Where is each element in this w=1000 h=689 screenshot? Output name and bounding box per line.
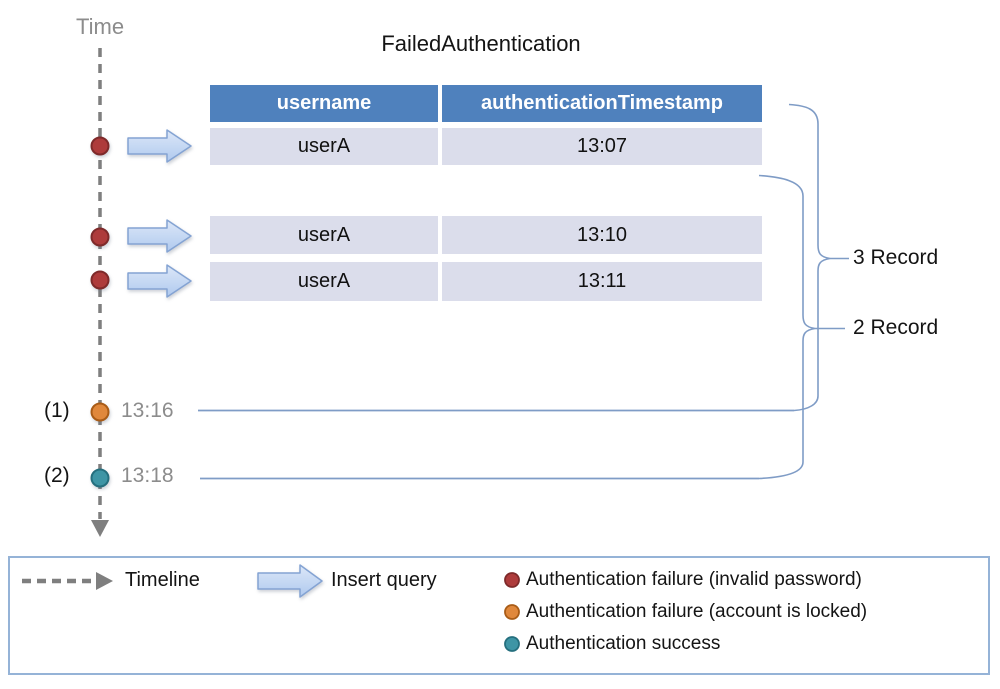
legend-item-success: Authentication success — [526, 633, 721, 654]
legend-timeline-label: Timeline — [125, 569, 200, 591]
table-row: userA 13:11 — [210, 262, 762, 301]
cell-username: userA — [210, 216, 438, 254]
table-title: FailedAuthentication — [381, 31, 581, 56]
legend-item-failure-locked: Authentication failure (account is locke… — [526, 601, 868, 622]
legend-dot-failure-invalid-icon — [504, 572, 520, 588]
legend-timeline-arrowhead-icon — [96, 572, 113, 590]
legend-item-failure-invalid: Authentication failure (invalid password… — [526, 569, 862, 590]
legend-dot-success-icon — [504, 636, 520, 652]
table-row: userA 13:07 — [210, 128, 762, 165]
legend-dot-failure-locked-icon — [504, 604, 520, 620]
event-dot-success — [90, 468, 110, 488]
cell-timestamp: 13:10 — [442, 216, 762, 254]
timeline-arrowhead-icon — [91, 520, 109, 537]
cell-username: userA — [210, 128, 438, 165]
event-dot-failure-invalid-2 — [90, 227, 110, 247]
marker-time-1316: 13:16 — [121, 399, 174, 422]
event-dot-failure-invalid-3 — [90, 270, 110, 290]
cell-timestamp: 13:11 — [442, 262, 762, 301]
record-count-3: 3 Record — [853, 246, 939, 269]
cell-username: userA — [210, 262, 438, 301]
cell-timestamp: 13:07 — [442, 128, 762, 165]
marker-index-2: (2) — [44, 464, 70, 487]
record-count-2: 2 Record — [853, 316, 939, 339]
insert-arrow-icon-1 — [127, 129, 192, 163]
legend-box — [8, 556, 990, 675]
marker-time-1318: 13:18 — [121, 464, 174, 487]
table-header-row: username authenticationTimestamp — [210, 85, 762, 122]
insert-arrow-icon-3 — [127, 264, 192, 298]
legend-insert-query-label: Insert query — [331, 569, 437, 591]
brace-3-record — [788, 103, 831, 412]
event-dot-failure-invalid-1 — [90, 136, 110, 156]
marker-index-1: (1) — [44, 399, 70, 422]
legend-insert-arrow-icon — [257, 564, 323, 598]
brace-2-record — [758, 174, 816, 480]
insert-arrow-icon-2 — [127, 219, 192, 253]
header-cell-username: username — [210, 85, 438, 122]
timeline-label: Time — [76, 14, 125, 39]
event-dot-failure-locked — [90, 402, 110, 422]
table-row: userA 13:10 — [210, 216, 762, 254]
header-cell-timestamp: authenticationTimestamp — [442, 85, 762, 122]
